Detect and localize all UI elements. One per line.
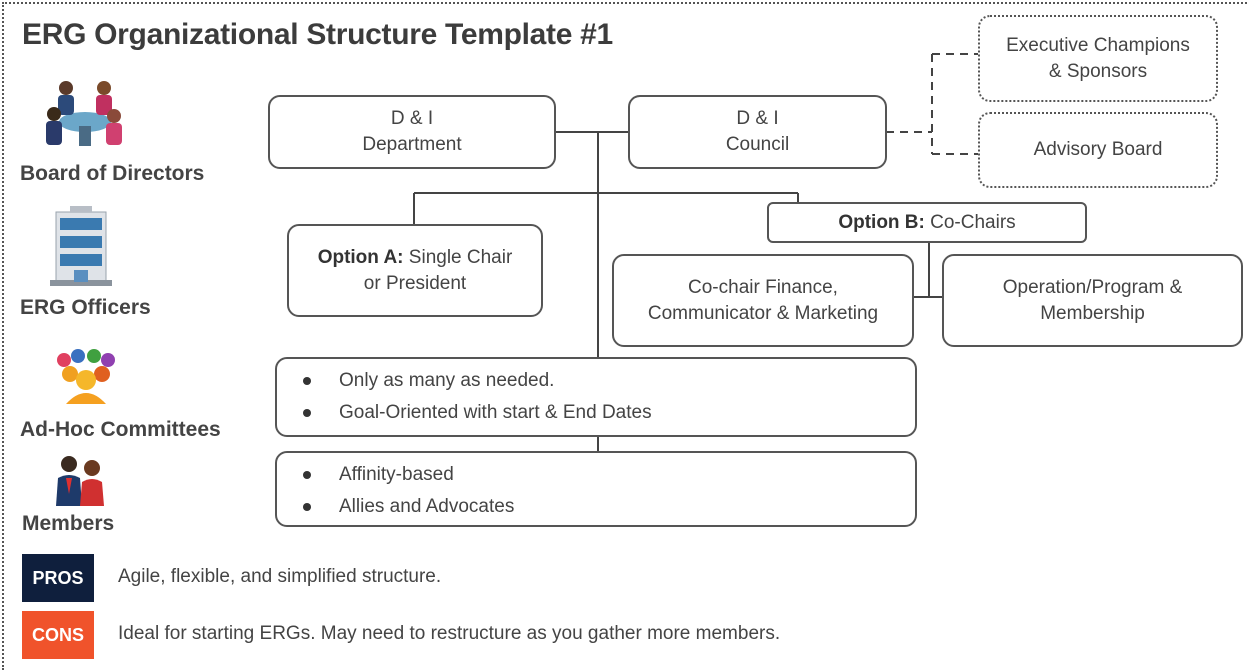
pros-tag: PROS	[22, 554, 94, 602]
option-a-text2: or President	[363, 272, 467, 294]
meeting-table-icon	[46, 81, 122, 146]
list-item-text: Affinity-based	[339, 464, 454, 485]
executive-champions-box: Executive Champions & Sponsors	[978, 15, 1218, 102]
cochair-finance-box: Co-chair Finance, Communicator & Marketi…	[612, 254, 914, 347]
cochair-finance-line2: Communicator & Marketing	[647, 302, 879, 324]
operation-program-box: Operation/Program & Membership	[942, 254, 1243, 347]
operation-program-line2: Membership	[1040, 302, 1145, 324]
list-item-text: Goal-Oriented with start & End Dates	[339, 402, 652, 423]
operation-program-line1: Operation/Program &	[1002, 276, 1183, 298]
advisory-board-label: Advisory Board	[1033, 139, 1163, 160]
members-label: Members	[22, 512, 115, 535]
erg-officers-label: ERG Officers	[20, 296, 151, 319]
advisory-board-box: Advisory Board	[978, 112, 1218, 188]
option-a-label: Option A:	[317, 246, 404, 268]
exec-champions-line2: & Sponsors	[1048, 60, 1148, 82]
list-item: Only as many as needed.	[303, 365, 915, 397]
di-council-line2: Council	[725, 134, 790, 155]
members-list-box: Affinity-based Allies and Advocates	[275, 451, 917, 527]
ad-hoc-committees-label: Ad-Hoc Committees	[20, 418, 221, 441]
bullet-icon	[303, 503, 311, 511]
list-item: Allies and Advocates	[303, 491, 915, 523]
di-department-line1: D & I	[390, 108, 434, 129]
committees-list-box: Only as many as needed. Goal-Oriented wi…	[275, 357, 917, 437]
bullet-icon	[303, 409, 311, 417]
list-item: Goal-Oriented with start & End Dates	[303, 397, 915, 429]
cons-text: Ideal for starting ERGs. May need to res…	[118, 623, 781, 644]
bullet-icon	[303, 377, 311, 385]
di-council-line1: D & I	[736, 108, 779, 129]
board-of-directors-label: Board of Directors	[20, 162, 205, 185]
cons-tag: CONS	[22, 611, 94, 659]
list-item-text: Allies and Advocates	[339, 496, 515, 517]
cochair-finance-line1: Co-chair Finance,	[688, 276, 838, 298]
list-item-text: Only as many as needed.	[339, 370, 555, 391]
option-b-text: Co-Chairs	[930, 211, 1016, 233]
option-a-box: Option A: Single Chair or President	[287, 224, 543, 317]
option-a-text1: Single Chair	[408, 246, 513, 268]
pros-text: Agile, flexible, and simplified structur…	[118, 566, 442, 587]
bullet-icon	[303, 471, 311, 479]
di-department-box: D & I Department	[268, 95, 556, 169]
page-title: ERG Organizational Structure Template #1	[22, 18, 613, 51]
di-council-box: D & I Council	[628, 95, 887, 169]
option-b-box: Option B: Co-Chairs	[767, 202, 1087, 243]
di-department-line2: Department	[362, 134, 462, 155]
option-b-label: Option B:	[838, 211, 925, 233]
exec-champions-line1: Executive Champions	[1006, 34, 1190, 56]
list-item: Affinity-based	[303, 459, 915, 491]
office-building-icon	[50, 206, 112, 286]
members-people-icon	[56, 456, 104, 506]
group-people-icon	[57, 349, 115, 404]
